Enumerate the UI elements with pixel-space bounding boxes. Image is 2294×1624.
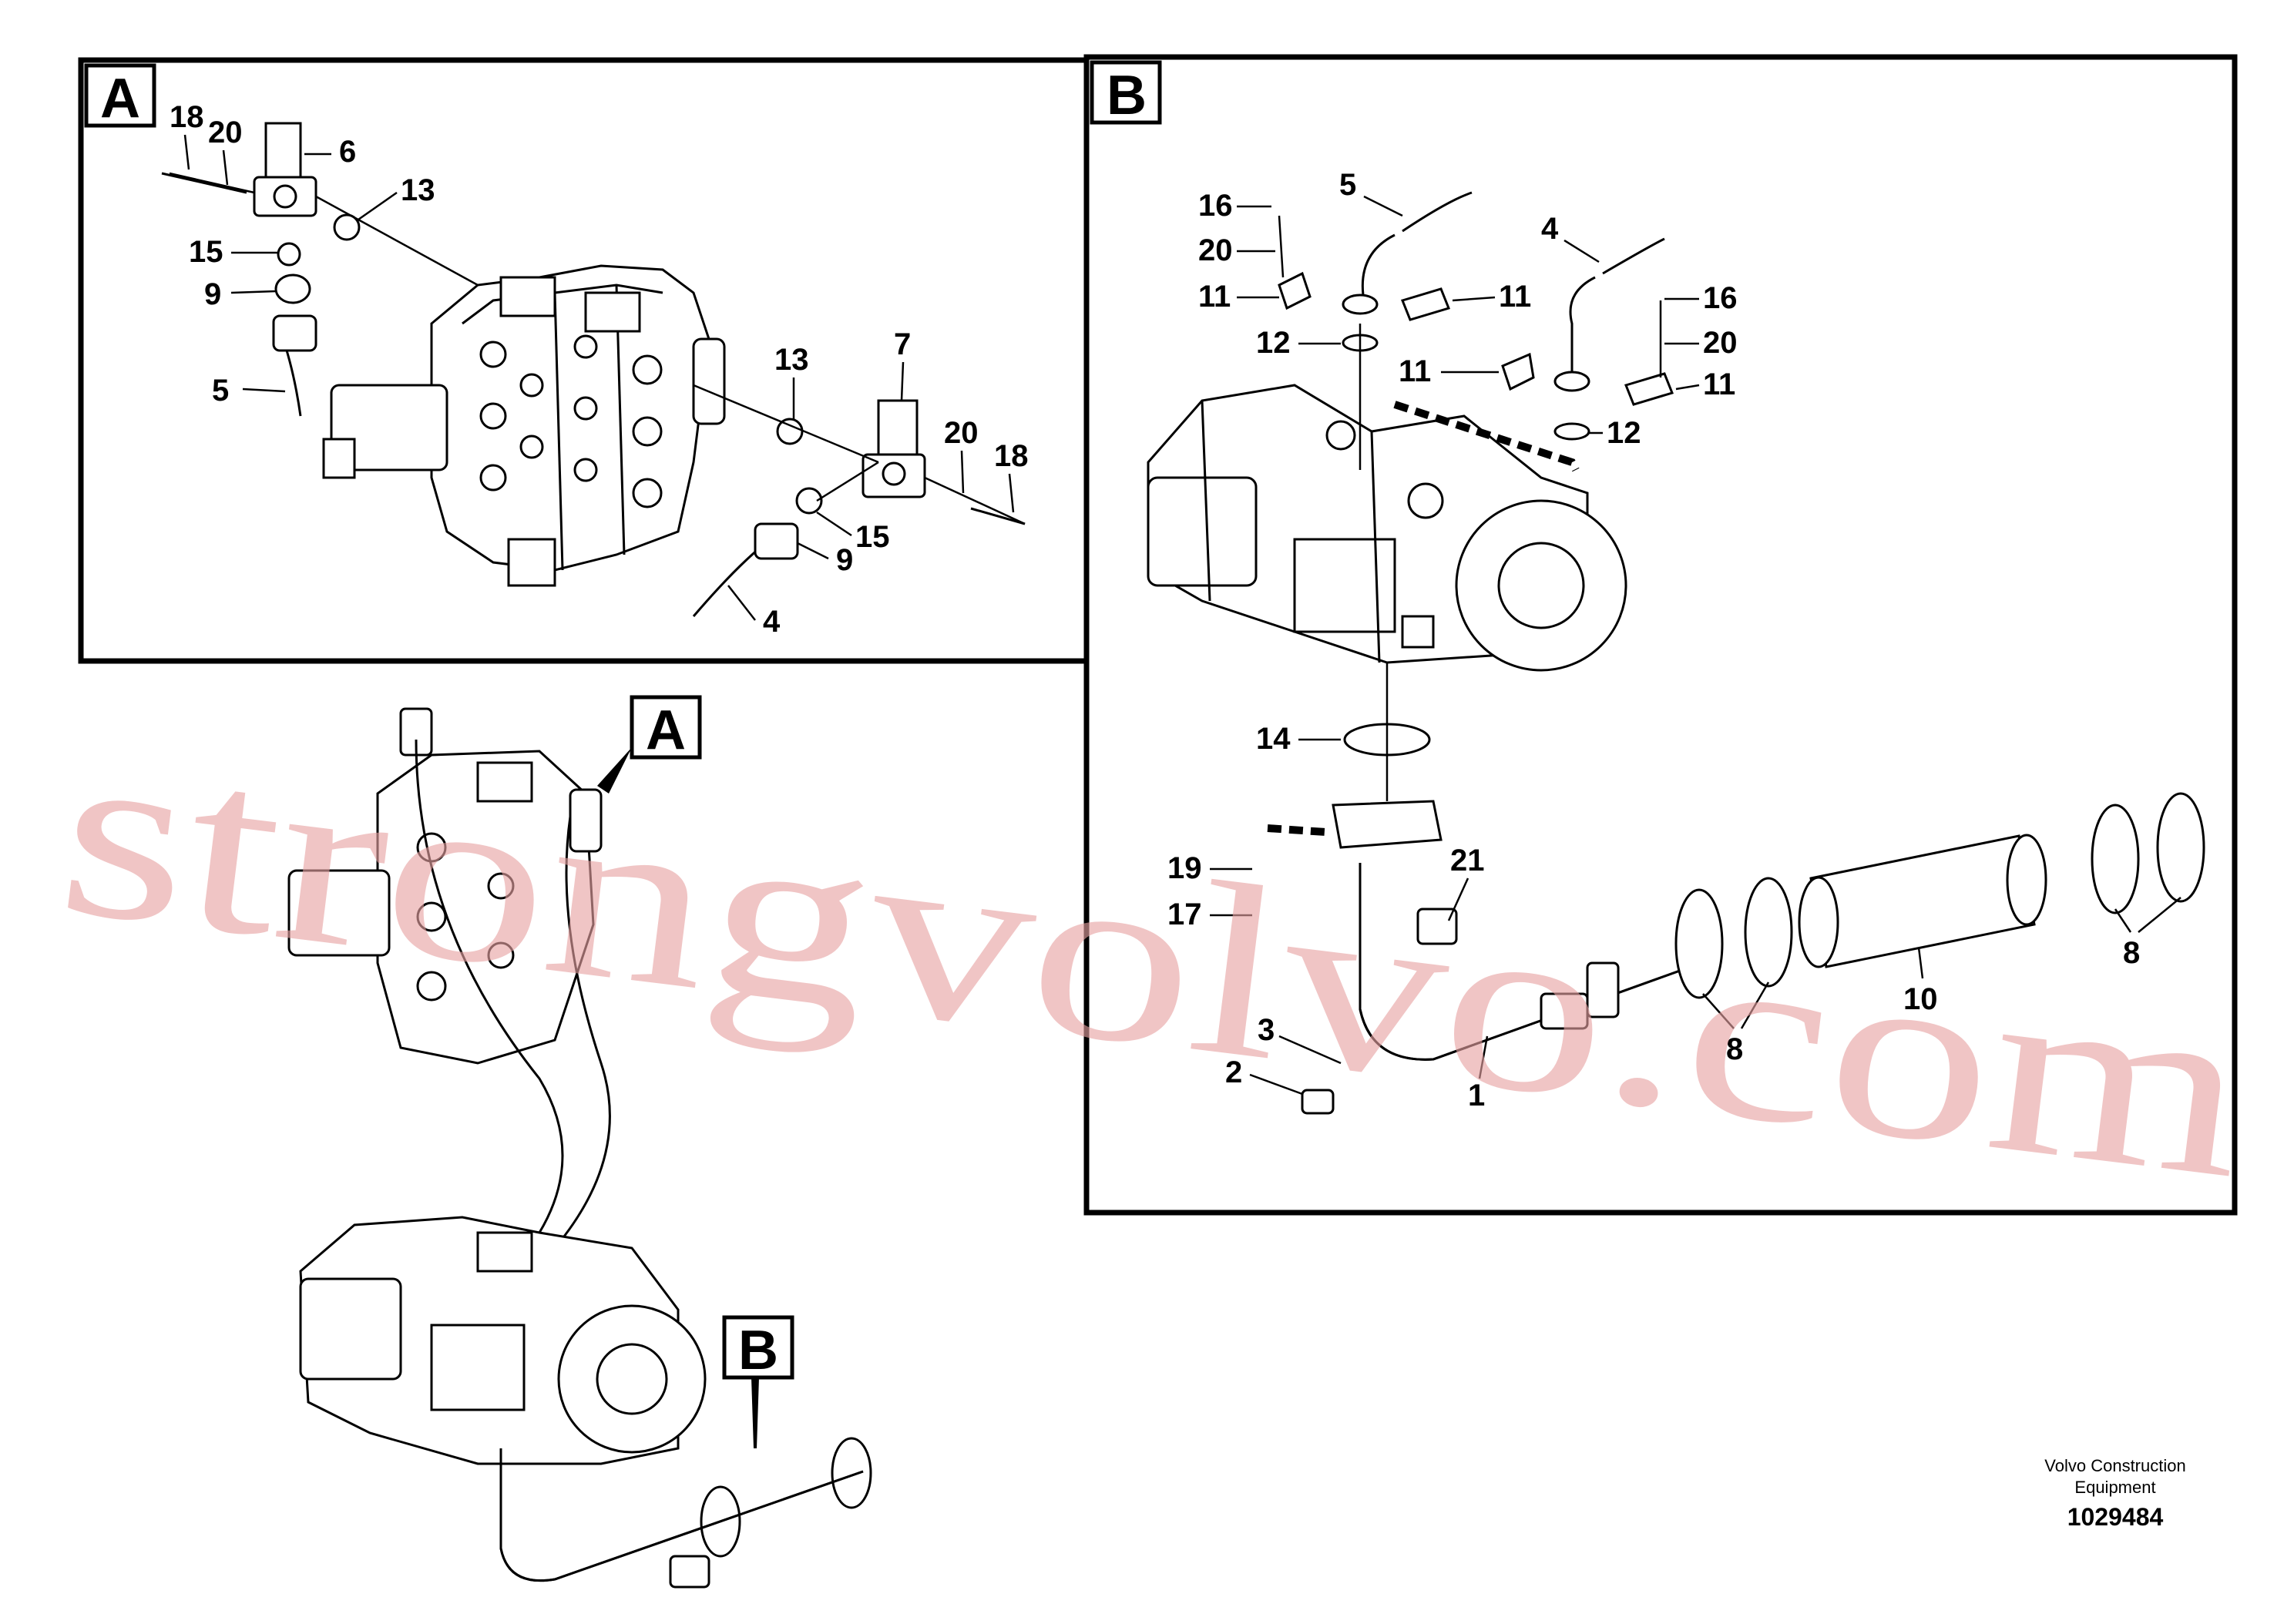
overview-tag-b-box (722, 1315, 794, 1380)
label-b-14: 14 (1256, 722, 1291, 756)
label-b-21: 21 (1450, 844, 1485, 877)
label-b-8b: 8 (2123, 936, 2140, 970)
label-b-2: 2 (1225, 1055, 1242, 1089)
overview-tag-b: B (738, 1320, 778, 1381)
label-a-18: 18 (170, 100, 204, 134)
label-a-7: 7 (894, 327, 911, 361)
label-b-11b: 11 (1499, 280, 1531, 314)
o-ring-14 (1343, 723, 1431, 757)
label-a-6: 6 (339, 135, 356, 169)
label-a-20b: 20 (944, 416, 979, 450)
label-a-9: 9 (204, 277, 221, 311)
label-b-11c: 11 (1399, 354, 1431, 388)
panel-b: B (1083, 54, 2238, 1216)
label-a-20: 20 (208, 116, 243, 149)
label-b-5: 5 (1339, 168, 1356, 202)
main-pump-drawing (1147, 384, 1627, 672)
label-b-17: 17 (1167, 898, 1202, 931)
label-a-15: 15 (189, 235, 223, 269)
credit-line-1: Volvo Construction (2044, 1456, 2185, 1475)
drawing-number: 1029484 (2067, 1503, 2164, 1531)
label-b-12: 12 (1256, 326, 1291, 360)
label-b-20: 20 (1198, 233, 1233, 267)
panel-a-tag-box (84, 63, 156, 128)
panel-a: A (78, 57, 1090, 664)
suction-hose-10 (1798, 834, 2047, 968)
label-b-1: 1 (1468, 1079, 1485, 1112)
label-b-8: 8 (1726, 1032, 1743, 1066)
label-a-4: 4 (763, 605, 781, 639)
panel-b-frame (1083, 54, 2238, 1216)
label-b-11d: 11 (1703, 367, 1735, 401)
label-a-5: 5 (212, 374, 229, 408)
panel-a-tag: A (100, 68, 140, 129)
suction-pipe-drawing (1301, 800, 1681, 1115)
overview-assembly: A B (287, 695, 872, 1589)
elbow-fitting-6 (169, 122, 479, 417)
label-a-9b: 9 (836, 543, 853, 577)
overview-tag-a: A (646, 700, 686, 761)
elbow-fittings-top (1278, 191, 1674, 470)
label-b-10: 10 (1903, 982, 1938, 1016)
label-a-15b: 15 (855, 520, 890, 554)
dashed-link-top (1393, 401, 1580, 472)
label-b-16b: 16 (1703, 281, 1738, 315)
credit-line-2: Equipment (2074, 1478, 2155, 1497)
label-a-13: 13 (401, 173, 435, 207)
control-valve-drawing (322, 264, 726, 587)
overview-arrow-a (597, 747, 632, 794)
hose-clamps-8 (1674, 792, 2205, 999)
label-b-16: 16 (1198, 189, 1233, 223)
bolt-18-b (970, 507, 1026, 525)
dashed-link-19 (1267, 824, 1326, 836)
label-b-20b: 20 (1703, 326, 1738, 360)
label-a-13b: 13 (774, 343, 809, 377)
watermark: strongvolvo.com (47, 692, 2260, 1230)
label-b-19: 19 (1167, 851, 1202, 885)
bolt-18-a (161, 172, 247, 194)
label-a-18b: 18 (994, 439, 1029, 473)
label-b-4: 4 (1541, 212, 1559, 246)
label-b-11: 11 (1198, 280, 1231, 314)
label-b-3: 3 (1258, 1013, 1275, 1047)
overview-tag-a-box (630, 695, 702, 760)
panel-b-tag: B (1107, 65, 1147, 126)
label-b-12b: 12 (1607, 416, 1641, 450)
elbow-fitting-7 (692, 384, 1026, 617)
overview-arrow-b (751, 1377, 759, 1448)
panel-b-tag-box (1090, 60, 1162, 125)
